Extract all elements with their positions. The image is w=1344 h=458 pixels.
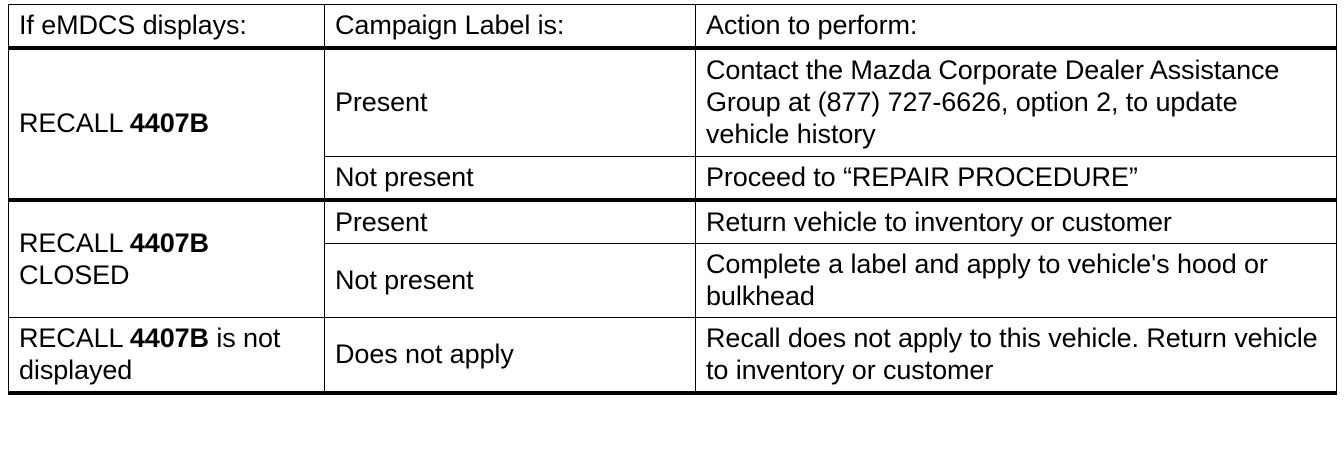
table-header: If eMDCS displays: Campaign Label is: Ac… (8, 4, 1337, 49)
condition-text-recall-number: 4407B (129, 323, 209, 353)
campaign-label-cell: Not present (324, 242, 696, 319)
table-row: RECALL 4407B CLOSED Present Return vehic… (8, 197, 1337, 318)
table-row: Not present Complete a label and apply t… (9, 242, 1337, 319)
campaign-label-cell: Present (324, 197, 696, 244)
condition-cell-group-3: RECALL 4407B is not displayed (8, 317, 325, 396)
table-body: RECALL 4407B Present Contact the Mazda C… (8, 46, 1337, 396)
column-header-action: Action to perform: (695, 4, 1337, 49)
action-cell: Complete a label and apply to vehicle's … (695, 242, 1337, 319)
campaign-label-cell: Present (324, 46, 696, 157)
table-row: Not present Proceed to “REPAIR PROCEDURE… (9, 155, 1337, 201)
condition-cell-group-2: RECALL 4407B CLOSED (8, 197, 325, 318)
table-row: RECALL 4407B is not displayed Does not a… (8, 317, 1337, 396)
condition-text-prefix: RECALL (19, 323, 130, 353)
table-row: RECALL 4407B Present Contact the Mazda C… (8, 46, 1337, 201)
condition-text-prefix: RECALL (19, 227, 130, 258)
column-header-condition: If eMDCS displays: (8, 4, 325, 49)
action-cell: Return vehicle to inventory or customer (695, 197, 1337, 244)
condition-text-suffix: is not displayed (19, 323, 281, 386)
condition-text-recall-number: 4407B (129, 108, 209, 139)
condition-text-suffix: CLOSED (19, 259, 130, 290)
condition-text-recall-number: 4407B (129, 227, 209, 258)
header-row: If eMDCS displays: Campaign Label is: Ac… (8, 4, 1337, 49)
action-cell: Proceed to “REPAIR PROCEDURE” (695, 155, 1337, 201)
column-header-campaign-label: Campaign Label is: (324, 4, 696, 49)
condition-cell-group-1: RECALL 4407B (8, 46, 325, 201)
action-cell: Contact the Mazda Corporate Dealer Assis… (695, 46, 1337, 157)
campaign-label-cell: Does not apply (324, 317, 696, 396)
action-cell: Recall does not apply to this vehicle. R… (695, 317, 1337, 396)
condition-text-prefix: RECALL (19, 108, 130, 139)
campaign-label-cell: Not present (324, 155, 696, 201)
recall-decision-table: If eMDCS displays: Campaign Label is: Ac… (8, 4, 1337, 396)
